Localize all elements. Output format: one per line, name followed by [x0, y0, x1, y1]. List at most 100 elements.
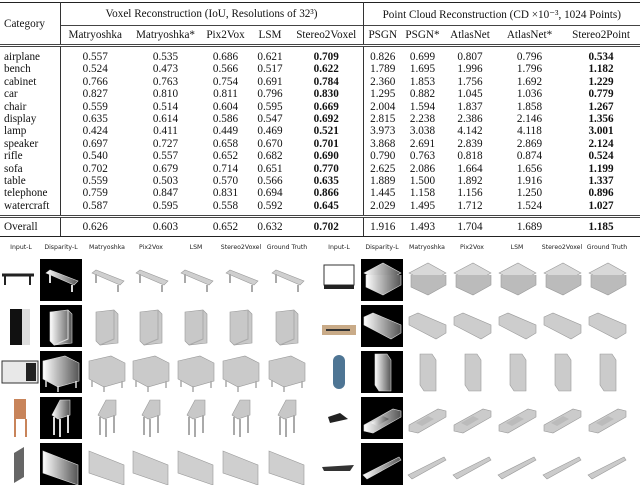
stereo2voxel-result-bench — [220, 259, 262, 301]
input-image-table — [318, 259, 360, 301]
value-cell: 1.295 — [370, 88, 396, 101]
voxel-group-header: Voxel Reconstruction (IoU, Resolutions o… — [60, 2, 364, 26]
matryoshka-result-cabinet — [86, 351, 128, 393]
figure-column-label: Disparity-L — [365, 244, 399, 251]
value-cell: 3.001 — [588, 125, 614, 138]
results-table: Category Voxel Reconstruction (IoU, Reso… — [0, 2, 640, 238]
lsm-result-bench — [175, 259, 217, 301]
figure-column-label: Ground Truth — [586, 244, 628, 251]
value-cell: 1.712 — [457, 199, 483, 212]
value-cell: 0.694 — [257, 187, 283, 200]
value-cell: 1.036 — [516, 88, 543, 101]
value-cell: 1.250 — [516, 187, 543, 200]
value-cell: 1.704 — [443, 215, 497, 238]
value-cell: 2.815 — [370, 113, 396, 126]
figure-column-label: Stereo2Voxel — [541, 244, 583, 251]
matryoshka-result-telephone — [406, 351, 448, 393]
disparity-map-cabinet — [40, 351, 82, 393]
value-cell: 0.652 — [201, 215, 250, 238]
stereo2voxel-result-display — [220, 443, 262, 485]
value-cell: 0.626 — [60, 215, 130, 238]
category-cell: display — [0, 113, 61, 126]
value-cell: 1.996 — [457, 63, 483, 76]
ground-truth-cabinet — [266, 351, 308, 393]
value-cell: 0.595 — [152, 199, 179, 212]
value-cell: 1.916 — [516, 175, 543, 188]
value-cell: 0.714 — [212, 162, 239, 175]
column-header: Stereo2Point — [562, 25, 640, 47]
value-cell: 0.603 — [130, 215, 201, 238]
disparity-map-telephone — [361, 351, 403, 393]
value-cell: 1.594 — [409, 100, 436, 113]
value-cell: 1.853 — [409, 75, 436, 88]
value-cell: 0.632 — [250, 215, 290, 238]
value-cell: 1.356 — [588, 113, 614, 126]
value-cell: 0.503 — [152, 175, 179, 188]
category-cell: lamp — [0, 125, 61, 138]
point-group-header: Point Cloud Reconstruction (CD ×10⁻³, 10… — [363, 2, 640, 26]
column-header: Stereo2Voxel — [290, 25, 364, 47]
stereo2voxel-result-cabinet — [220, 351, 262, 393]
stereo2voxel-result-watercraft — [541, 443, 583, 485]
disparity-map-display — [40, 443, 82, 485]
lsm-result-table — [496, 259, 538, 301]
figure-column-label: LSM — [189, 244, 203, 251]
lsm-result-sofa — [496, 305, 538, 347]
column-header: Matryoshka* — [130, 25, 201, 47]
value-cell: 0.692 — [290, 113, 364, 126]
value-cell: 0.587 — [82, 199, 108, 212]
value-cell: 2.625 — [370, 162, 396, 175]
value-cell: 0.874 — [516, 150, 543, 163]
ground-truth-bench — [266, 259, 308, 301]
value-cell: 0.810 — [152, 88, 179, 101]
category-cell: car — [0, 88, 61, 101]
value-cell: 0.826 — [370, 51, 396, 63]
value-cell: 0.514 — [152, 100, 179, 113]
value-cell: 2.839 — [457, 137, 483, 150]
value-cell: 0.807 — [457, 51, 483, 63]
disparity-map-chair — [40, 397, 82, 439]
value-cell: 0.691 — [257, 75, 283, 88]
value-cell: 0.547 — [257, 113, 283, 126]
ground-truth-telephone — [586, 351, 628, 393]
value-cell: 0.424 — [82, 125, 108, 138]
value-cell: 0.754 — [212, 75, 239, 88]
figure-column-label: Matryoshka — [409, 244, 445, 251]
value-cell: 0.658 — [212, 137, 239, 150]
pix2vox-result-table — [451, 259, 493, 301]
value-cell: 0.896 — [588, 187, 614, 200]
matryoshka-result-car — [406, 397, 448, 439]
figure-column-label: Matryoshka — [89, 244, 125, 251]
value-cell: 0.473 — [152, 63, 179, 76]
value-cell: 1.027 — [588, 199, 614, 212]
value-cell: 2.029 — [370, 199, 396, 212]
value-cell: 0.831 — [212, 187, 239, 200]
value-cell: 0.796 — [516, 51, 543, 63]
value-cell: 4.142 — [457, 125, 483, 138]
stereo2voxel-result-telephone — [541, 351, 583, 393]
value-cell: 2.386 — [457, 113, 483, 126]
lsm-result-cabinet — [175, 351, 217, 393]
value-cell: 0.866 — [290, 187, 364, 200]
pix2vox-result-telephone — [451, 351, 493, 393]
value-cell: 1.916 — [363, 215, 402, 238]
input-image-speaker — [0, 305, 42, 347]
pix2vox-result-car — [451, 397, 493, 439]
category-cell: bench — [0, 63, 61, 76]
value-cell: 0.766 — [82, 75, 108, 88]
ground-truth-speaker — [266, 305, 308, 347]
value-cell: 0.604 — [212, 100, 239, 113]
value-cell: 0.763 — [409, 150, 436, 163]
value-cell: 0.535 — [152, 51, 179, 63]
lsm-result-watercraft — [496, 443, 538, 485]
column-header: PSGN — [363, 25, 402, 47]
